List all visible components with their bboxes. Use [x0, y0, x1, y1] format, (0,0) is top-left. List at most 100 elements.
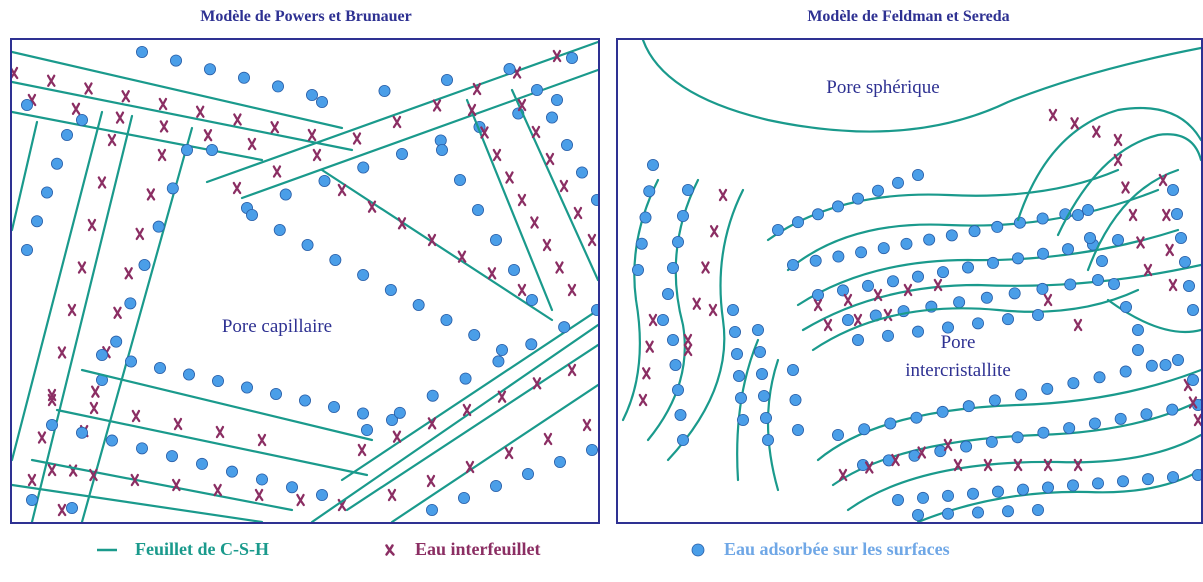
csh-sheet	[205, 40, 598, 184]
adsorbed-water-dot	[759, 411, 772, 424]
interlayer-water-cross	[492, 148, 502, 162]
adsorbed-water-dot	[25, 493, 38, 506]
adsorbed-water-dot	[667, 333, 680, 346]
csh-sheet	[916, 468, 1201, 522]
interlayer-water-cross	[1073, 318, 1083, 332]
adsorbed-water-dot	[916, 491, 929, 504]
adsorbed-water-dot	[953, 296, 966, 309]
adsorbed-water-dot	[51, 157, 64, 170]
interlayer-water-cross	[472, 82, 482, 96]
adsorbed-water-dot	[489, 233, 502, 246]
adsorbed-water-dot	[378, 85, 391, 98]
adsorbed-water-dot	[672, 235, 685, 248]
adsorbed-water-dot	[631, 263, 644, 276]
interlayer-water-cross	[90, 385, 100, 398]
csh-sheet	[736, 338, 760, 482]
interlayer-water-cross	[427, 233, 437, 247]
interlayer-water-cross	[71, 102, 81, 115]
adsorbed-water-dot	[225, 465, 238, 478]
interlayer-water-cross	[195, 105, 205, 118]
adsorbed-water-dot	[66, 501, 79, 514]
interlayer-water-cross	[531, 125, 541, 139]
left-title: Modèle de Powers et Brunauer	[200, 8, 412, 25]
adsorbed-water-dot	[891, 176, 904, 189]
adsorbed-water-dot	[831, 200, 844, 213]
csh-sheet	[55, 408, 369, 477]
interlayer-water-cross	[432, 99, 442, 112]
interlayer-water-cross	[89, 401, 99, 415]
adsorbed-water-dot	[911, 168, 924, 181]
adsorbed-water-dot	[551, 94, 564, 107]
interlayer-water-cross	[587, 233, 597, 247]
csh-sheet	[786, 188, 1160, 272]
adsorbed-water-dot	[961, 261, 974, 274]
adsorbed-water-dot	[1036, 247, 1049, 260]
interlayer-water-cross	[552, 49, 562, 63]
interlayer-water-cross	[157, 148, 167, 162]
adsorbed-water-dot	[911, 325, 924, 338]
interlayer-water-cross	[891, 453, 900, 467]
interlayer-water-cross	[853, 313, 863, 327]
legend-sheet-label: Feuillet de C-S-H	[135, 539, 269, 559]
interlayer-water-cross	[352, 132, 362, 145]
csh-sheet	[390, 383, 598, 522]
interlayer-water-cross	[838, 468, 848, 482]
adsorbed-water-dot	[1119, 365, 1132, 378]
interlayer-water-cross	[517, 283, 527, 297]
interlayer-water-cross	[1161, 208, 1171, 222]
adsorbed-water-dot	[672, 383, 685, 396]
interlayer-water-cross	[233, 113, 242, 126]
adsorbed-water-dot	[669, 358, 682, 371]
adsorbed-water-dot	[255, 473, 268, 486]
adsorbed-water-dot	[46, 418, 59, 431]
adsorbed-water-dot	[1031, 503, 1044, 516]
adsorbed-water-dot	[832, 250, 845, 263]
adsorbed-water-dot	[453, 173, 466, 186]
csh-sheet	[1016, 106, 1201, 222]
csh-sheet	[340, 308, 598, 482]
interlayer-water-cross	[107, 133, 117, 147]
adsorbed-water-dot	[96, 348, 109, 361]
interlayer-water-cross	[47, 393, 57, 407]
interlayer-water-cross	[487, 267, 497, 280]
csh-sheet	[12, 50, 344, 130]
adsorbed-water-dot	[1183, 279, 1196, 292]
legend-interlayer-water: Eau interfeuillet	[383, 539, 540, 560]
interlayer-water-cross	[917, 446, 927, 459]
interlayer-water-cross	[813, 298, 823, 312]
csh-sheet	[12, 80, 354, 152]
adsorbed-water-dot	[945, 229, 958, 242]
csh-sheet	[12, 110, 264, 162]
interlayer-water-cross	[203, 129, 213, 142]
csh-sheet	[510, 88, 598, 282]
adsorbed-water-dot	[811, 288, 824, 301]
interlayer-water-cross	[1136, 236, 1145, 249]
interlayer-water-cross	[146, 188, 156, 201]
interlayer-water-cross	[645, 340, 655, 353]
powers-brunauer-panel: Pore capillaire	[10, 38, 600, 524]
adsorbed-water-dot	[667, 261, 680, 274]
adsorbed-water-dot	[1066, 479, 1079, 492]
interlayer-water-cross	[367, 200, 377, 213]
legend-adsorbed-water: Eau adsorbée sur les surfaces	[690, 539, 950, 560]
adsorbed-water-dot	[435, 144, 448, 157]
interlayer-water-cross	[357, 443, 367, 457]
interlayer-water-cross	[497, 390, 507, 403]
interlayer-water-cross	[505, 171, 514, 184]
adsorbed-water-dot	[425, 503, 438, 516]
adsorbed-water-dot	[753, 345, 766, 358]
adsorbed-water-dot	[495, 343, 508, 356]
csh-sheet	[12, 483, 264, 522]
adsorbed-water-dot	[110, 335, 123, 348]
legend-sheet: Feuillet de C-S-H	[97, 539, 269, 560]
adsorbed-water-dot	[1114, 412, 1127, 425]
interlayer-water-cross	[1013, 458, 1023, 472]
adsorbed-water-dot	[561, 139, 574, 152]
adsorbed-water-dot	[1132, 323, 1145, 336]
interlayer-water-cross	[37, 431, 47, 444]
adsorbed-water-dot	[318, 174, 331, 187]
interlayer-water-cross	[504, 446, 514, 460]
interlayer-water-cross	[567, 283, 577, 297]
adsorbed-water-dot	[1093, 371, 1106, 384]
interlayer-water-cross	[467, 103, 477, 117]
